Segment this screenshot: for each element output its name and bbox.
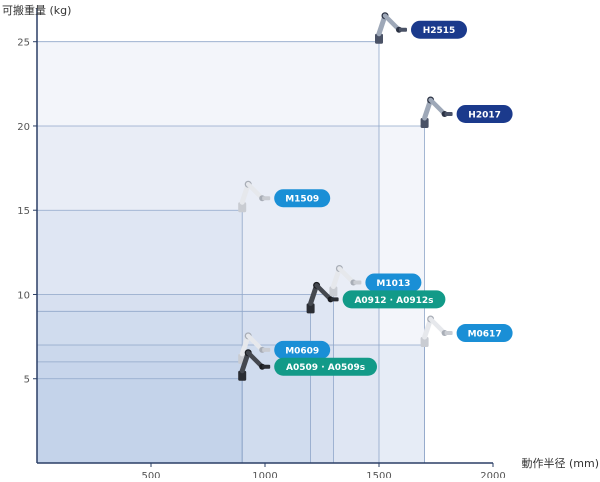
model-badge-bg	[274, 189, 331, 208]
robot-arm-icon	[238, 180, 271, 213]
robot-base	[329, 286, 338, 297]
model-label: A0912 · A0912s	[354, 296, 433, 306]
robot-upper-arm	[245, 350, 265, 369]
robot-base	[306, 303, 315, 314]
robot-upper-arm	[382, 13, 402, 32]
coverage-area	[37, 378, 243, 463]
model-badge-bg	[365, 273, 422, 292]
coverage-area	[37, 41, 379, 463]
robot-tool	[399, 27, 407, 32]
robot-arm-icon	[329, 264, 362, 297]
model-label: M1013	[376, 279, 410, 289]
coverage-area	[37, 210, 243, 463]
robot-tool	[444, 111, 453, 116]
y-tick-label: 20	[17, 122, 30, 133]
robot-upper-arm	[337, 266, 356, 285]
model-label: M0609	[285, 346, 319, 356]
model-badge: M1509	[274, 189, 331, 208]
model-label: M1509	[285, 195, 319, 205]
y-tick-label: 10	[17, 290, 30, 301]
robot-tool	[262, 196, 271, 201]
model-label: H2515	[423, 26, 456, 36]
x-tick-label: 1000	[252, 471, 277, 478]
model-badge: A0509 · A0509s	[274, 357, 377, 376]
model-badge: M0617	[456, 324, 513, 343]
robot-base	[420, 117, 429, 128]
model-label: A0509 · A0509s	[286, 363, 365, 373]
x-axis-title: 動作半径 (mm)	[521, 456, 599, 470]
y-tick-label: 5	[24, 375, 30, 386]
robot-tool	[444, 331, 453, 336]
model-badge: M0609	[274, 340, 331, 359]
x-tick-label: 500	[141, 471, 160, 478]
robot-arm-icon	[306, 281, 339, 314]
robot-arm-icon	[420, 96, 453, 128]
model-badge-bg	[411, 20, 467, 39]
model-badge-bg	[456, 104, 513, 123]
robot-upper-arm	[314, 283, 333, 302]
robot-base	[420, 337, 429, 348]
model-badge: H2017	[456, 104, 513, 123]
model-badge-bg	[456, 324, 513, 343]
coverage-areas	[37, 41, 425, 464]
y-tick-label: 25	[17, 38, 30, 49]
robot-arm-icon	[420, 315, 453, 348]
model-badge-bg	[274, 357, 377, 376]
model-badge-bg	[274, 340, 331, 359]
model-badge-bg	[342, 290, 446, 309]
y-tick-label: 15	[17, 206, 30, 217]
robot-upper-arm	[428, 97, 447, 117]
robot-upper-arm	[245, 181, 265, 201]
x-tick-label: 2000	[480, 471, 505, 478]
x-tick-label: 1500	[366, 471, 391, 478]
robot-base	[238, 370, 247, 381]
coverage-area	[37, 311, 311, 463]
model-label: M0617	[468, 330, 502, 340]
model-label: H2017	[468, 110, 501, 120]
robot-base	[238, 202, 247, 213]
robot-tool	[330, 297, 339, 302]
robot-arm-icon	[375, 12, 407, 44]
model-badge: H2515	[411, 20, 467, 39]
robot-base	[375, 33, 383, 44]
robot-upper-arm	[428, 316, 447, 336]
robot-tool	[262, 347, 271, 352]
y-axis-title: 可搬重量 (kg)	[2, 3, 71, 17]
model-badge: A0912 · A0912s	[342, 290, 446, 309]
model-badge: M1013	[365, 273, 422, 292]
robot-tool	[353, 280, 362, 285]
robot-upper-arm	[245, 333, 265, 353]
robot-arm-icon	[238, 349, 271, 381]
robot-tool	[262, 364, 271, 369]
